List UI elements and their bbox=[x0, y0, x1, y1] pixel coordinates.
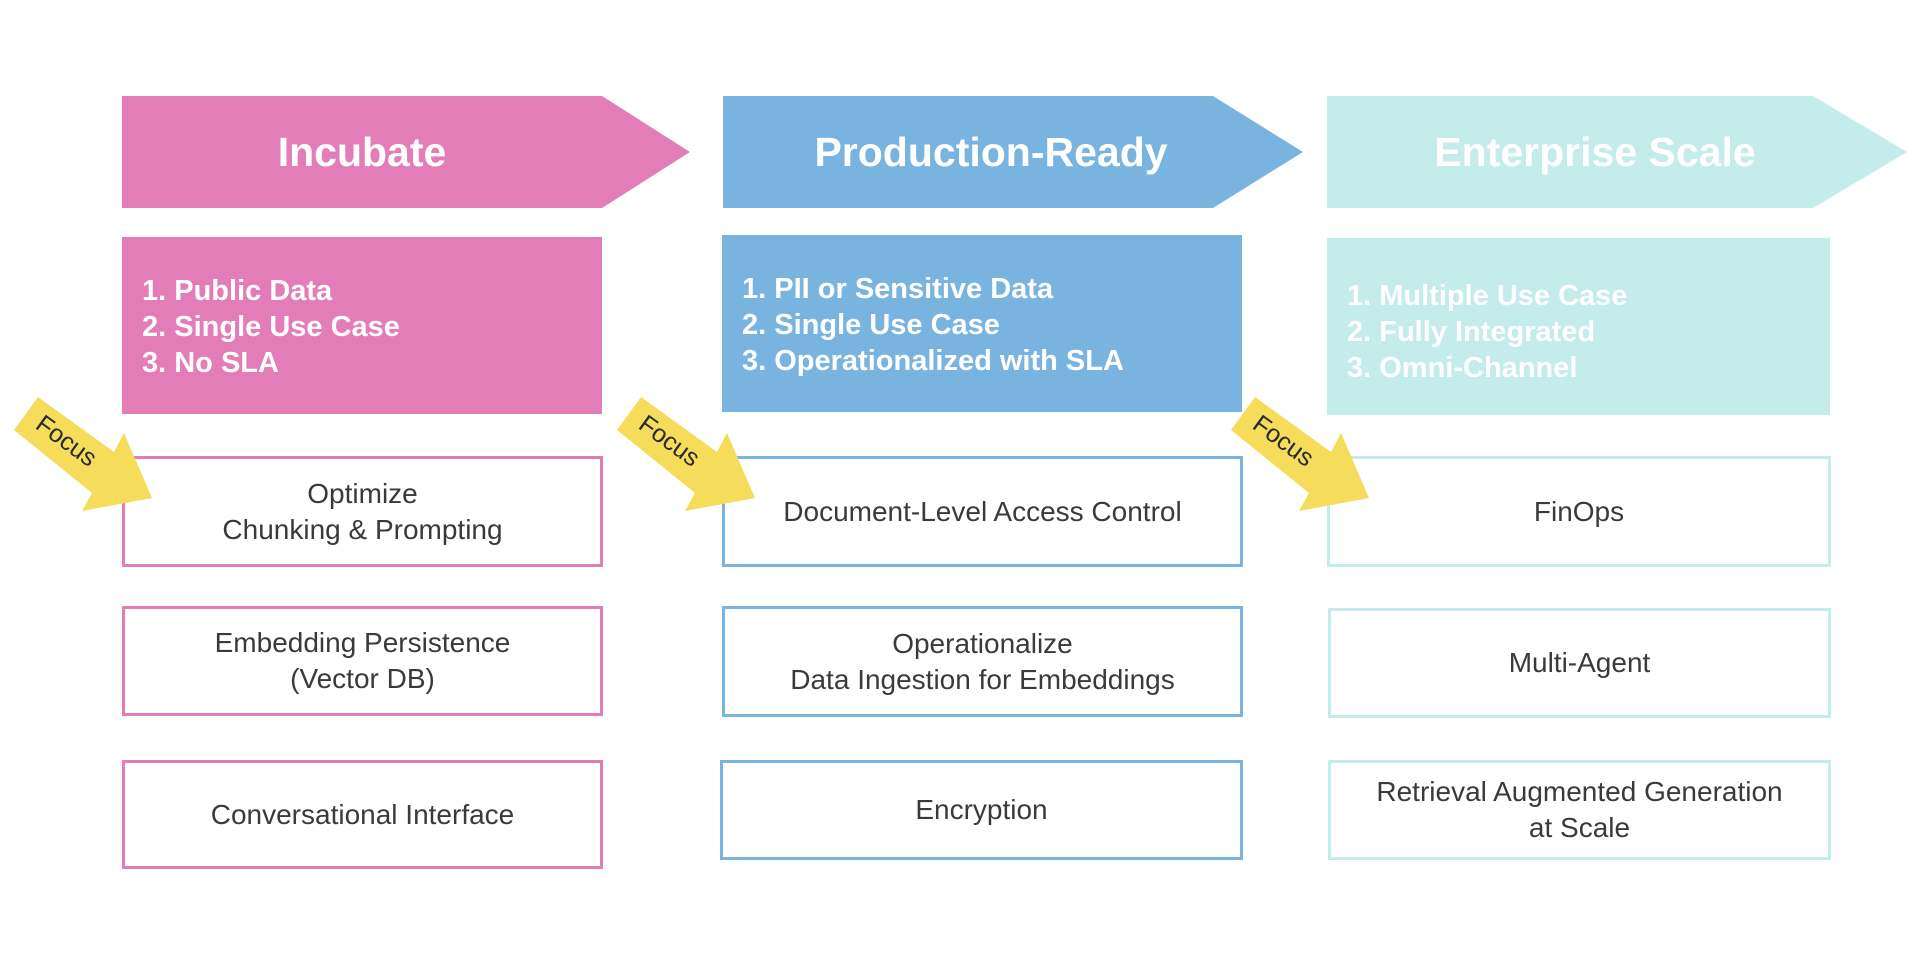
requirement-item: 1. PII or Sensitive Data bbox=[742, 273, 1054, 305]
focus-box-text: Document-Level Access Control bbox=[783, 495, 1182, 527]
stage-title-text: Enterprise Scale bbox=[1434, 129, 1756, 175]
focus-box-encryption: Encryption bbox=[720, 760, 1243, 860]
requirement-item: 3. Omni-Channel bbox=[1347, 352, 1578, 384]
requirement-item: 3. No SLA bbox=[142, 347, 279, 379]
requirements-incubate: 1. Public Data 2. Single Use Case 3. No … bbox=[122, 237, 602, 414]
chevron-production-ready bbox=[723, 96, 1303, 208]
focus-box-text: Embedding Persistence (Vector DB) bbox=[214, 627, 511, 694]
focus-box-text: Conversational Interface bbox=[210, 798, 515, 830]
focus-arrow-production-ready: Focus bbox=[615, 395, 765, 525]
requirements-enterprise-scale: 1. Multiple Use Case 2. Fully Integrated… bbox=[1327, 238, 1830, 415]
stage-title-incubate: Incubate bbox=[122, 96, 602, 209]
requirement-item: 2. Single Use Case bbox=[142, 311, 400, 343]
focus-box-access-control: Document-Level Access Control bbox=[722, 456, 1243, 567]
focus-box-finops: FinOps bbox=[1327, 456, 1831, 567]
chevron-enterprise-scale bbox=[1327, 96, 1907, 208]
requirement-item: 2. Single Use Case bbox=[742, 309, 1000, 341]
focus-arrow-icon bbox=[1231, 397, 1369, 511]
stage-title-enterprise-scale: Enterprise Scale bbox=[1327, 96, 1863, 209]
focus-box-multi-agent: Multi-Agent bbox=[1328, 608, 1831, 718]
focus-box-text: Encryption bbox=[915, 794, 1048, 825]
stage-title-text: Production-Ready bbox=[814, 129, 1168, 175]
focus-box-conversational: Conversational Interface bbox=[122, 760, 603, 869]
focus-box-text: FinOps bbox=[1533, 495, 1625, 527]
focus-box-text: Operationalize Data Ingestion for Embedd… bbox=[790, 627, 1175, 695]
focus-box-data-ingestion: Operationalize Data Ingestion for Embedd… bbox=[722, 606, 1243, 717]
chevron-incubate bbox=[122, 96, 690, 208]
focus-box-text: Optimize Chunking & Prompting bbox=[222, 477, 503, 545]
requirement-item: 3. Operationalized with SLA bbox=[742, 345, 1124, 377]
stage-title-text: Incubate bbox=[277, 129, 447, 175]
focus-arrow-incubate: Focus bbox=[12, 395, 162, 525]
requirements-production-ready: 1. PII or Sensitive Data 2. Single Use C… bbox=[722, 235, 1242, 412]
focus-box-optimize: Optimize Chunking & Prompting bbox=[122, 456, 603, 567]
focus-box-rag-at-scale: Retrieval Augmented Generation at Scale bbox=[1328, 760, 1831, 860]
requirement-item: 1. Multiple Use Case bbox=[1347, 280, 1628, 312]
requirement-item: 2. Fully Integrated bbox=[1347, 316, 1596, 348]
requirement-item: 1. Public Data bbox=[142, 275, 333, 307]
stage-title-production-ready: Production-Ready bbox=[723, 96, 1259, 209]
focus-arrow-icon bbox=[14, 397, 152, 511]
focus-arrow-enterprise-scale: Focus bbox=[1229, 395, 1379, 525]
focus-arrow-icon bbox=[617, 397, 755, 511]
focus-box-text: Retrieval Augmented Generation at Scale bbox=[1376, 776, 1783, 843]
focus-box-embedding: Embedding Persistence (Vector DB) bbox=[122, 606, 603, 716]
focus-box-text: Multi-Agent bbox=[1508, 647, 1651, 678]
